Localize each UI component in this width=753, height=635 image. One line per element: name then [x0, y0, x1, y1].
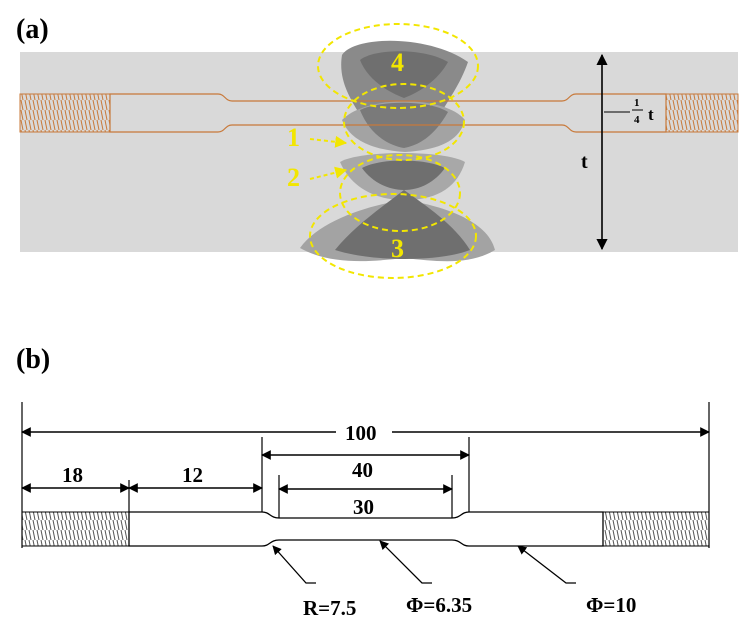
dim-gauge-inner-label: 30 [353, 495, 374, 519]
zone-1-arrow [309, 135, 348, 148]
zone-2-arrow [309, 166, 348, 180]
zone-label-3: 3 [391, 234, 404, 263]
quarter-t-denominator: 4 [634, 114, 640, 126]
thickness-label: t [581, 151, 588, 173]
dim-shoulder-label: 12 [182, 463, 203, 487]
zone-highlights [309, 23, 479, 279]
zone-4-ellipse [317, 23, 479, 109]
dim-gauge-outer-label: 40 [352, 458, 373, 482]
specimen-outline-a [19, 93, 739, 133]
panel-b-label: (b) [16, 344, 50, 375]
gauge-dia-leader [379, 540, 432, 584]
zone-3-ellipse [309, 193, 477, 279]
gauge-diameter-callout: Φ=6.35 [406, 593, 472, 617]
zone-2-ellipse [339, 154, 461, 232]
zone-label-1: 1 [287, 123, 300, 152]
shoulder-diameter-callout: Φ=10 [586, 593, 636, 617]
dim-thread-label: 18 [62, 463, 83, 487]
shoulder-dia-leader [517, 545, 576, 584]
radius-leader [272, 545, 316, 584]
panel-a-label: (a) [16, 14, 49, 45]
radius-callout: R=7.5 [303, 596, 356, 620]
quarter-t-symbol: t [648, 105, 654, 124]
zone-1-ellipse [343, 83, 465, 161]
specimen-outline-b [21, 511, 710, 547]
zone-label-4: 4 [391, 48, 404, 77]
quarter-t-numerator: 1 [634, 97, 640, 109]
dim-total-label: 100 [345, 421, 377, 445]
zone-label-2: 2 [287, 163, 300, 192]
